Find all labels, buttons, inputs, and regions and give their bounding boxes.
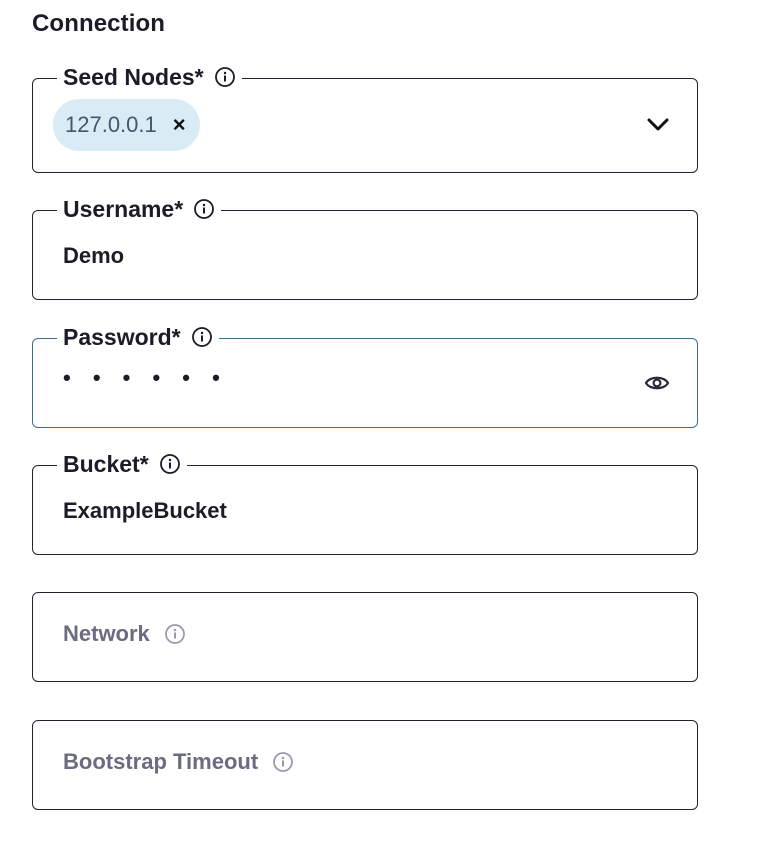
info-icon[interactable] [164, 623, 186, 645]
network-label-group: Network [63, 621, 186, 647]
seed-node-chip-label: 127.0.0.1 [65, 112, 157, 137]
password-label: Password* [63, 324, 181, 350]
seed-node-chip[interactable]: 127.0.0.1 × [53, 99, 200, 151]
eye-icon[interactable] [643, 371, 671, 395]
network-label: Network [63, 621, 150, 646]
seed-nodes-field[interactable]: Seed Nodes* 127.0.0.1 × [32, 60, 698, 173]
info-icon[interactable] [272, 751, 294, 773]
password-label-group: Password* [57, 320, 219, 354]
bucket-field[interactable]: Bucket* ExampleBucket [32, 447, 698, 555]
info-icon[interactable] [214, 66, 236, 88]
username-label: Username* [63, 196, 184, 222]
username-label-group: Username* [57, 192, 222, 226]
chevron-down-icon[interactable] [645, 115, 671, 135]
bucket-label: Bucket* [63, 451, 149, 477]
section-title: Connection [32, 10, 165, 37]
info-icon[interactable] [193, 198, 215, 220]
username-field[interactable]: Username* Demo [32, 192, 698, 300]
username-input[interactable]: Demo [63, 243, 125, 268]
password-field[interactable]: Password* • • • • • • [32, 320, 698, 428]
bootstrap-timeout-label: Bootstrap Timeout [63, 749, 259, 774]
bootstrap-timeout-field[interactable]: Bootstrap Timeout [32, 720, 698, 810]
remove-chip-icon[interactable]: × [172, 112, 186, 137]
info-icon[interactable] [159, 453, 181, 475]
info-icon[interactable] [191, 326, 213, 348]
network-field[interactable]: Network [32, 592, 698, 682]
bucket-label-group: Bucket* [57, 447, 187, 481]
bucket-input[interactable]: ExampleBucket [63, 498, 227, 523]
password-input[interactable]: • • • • • • [63, 365, 228, 390]
bootstrap-timeout-label-group: Bootstrap Timeout [63, 749, 294, 775]
seed-nodes-label: Seed Nodes* [63, 64, 204, 90]
seed-nodes-label-group: Seed Nodes* [57, 60, 242, 94]
